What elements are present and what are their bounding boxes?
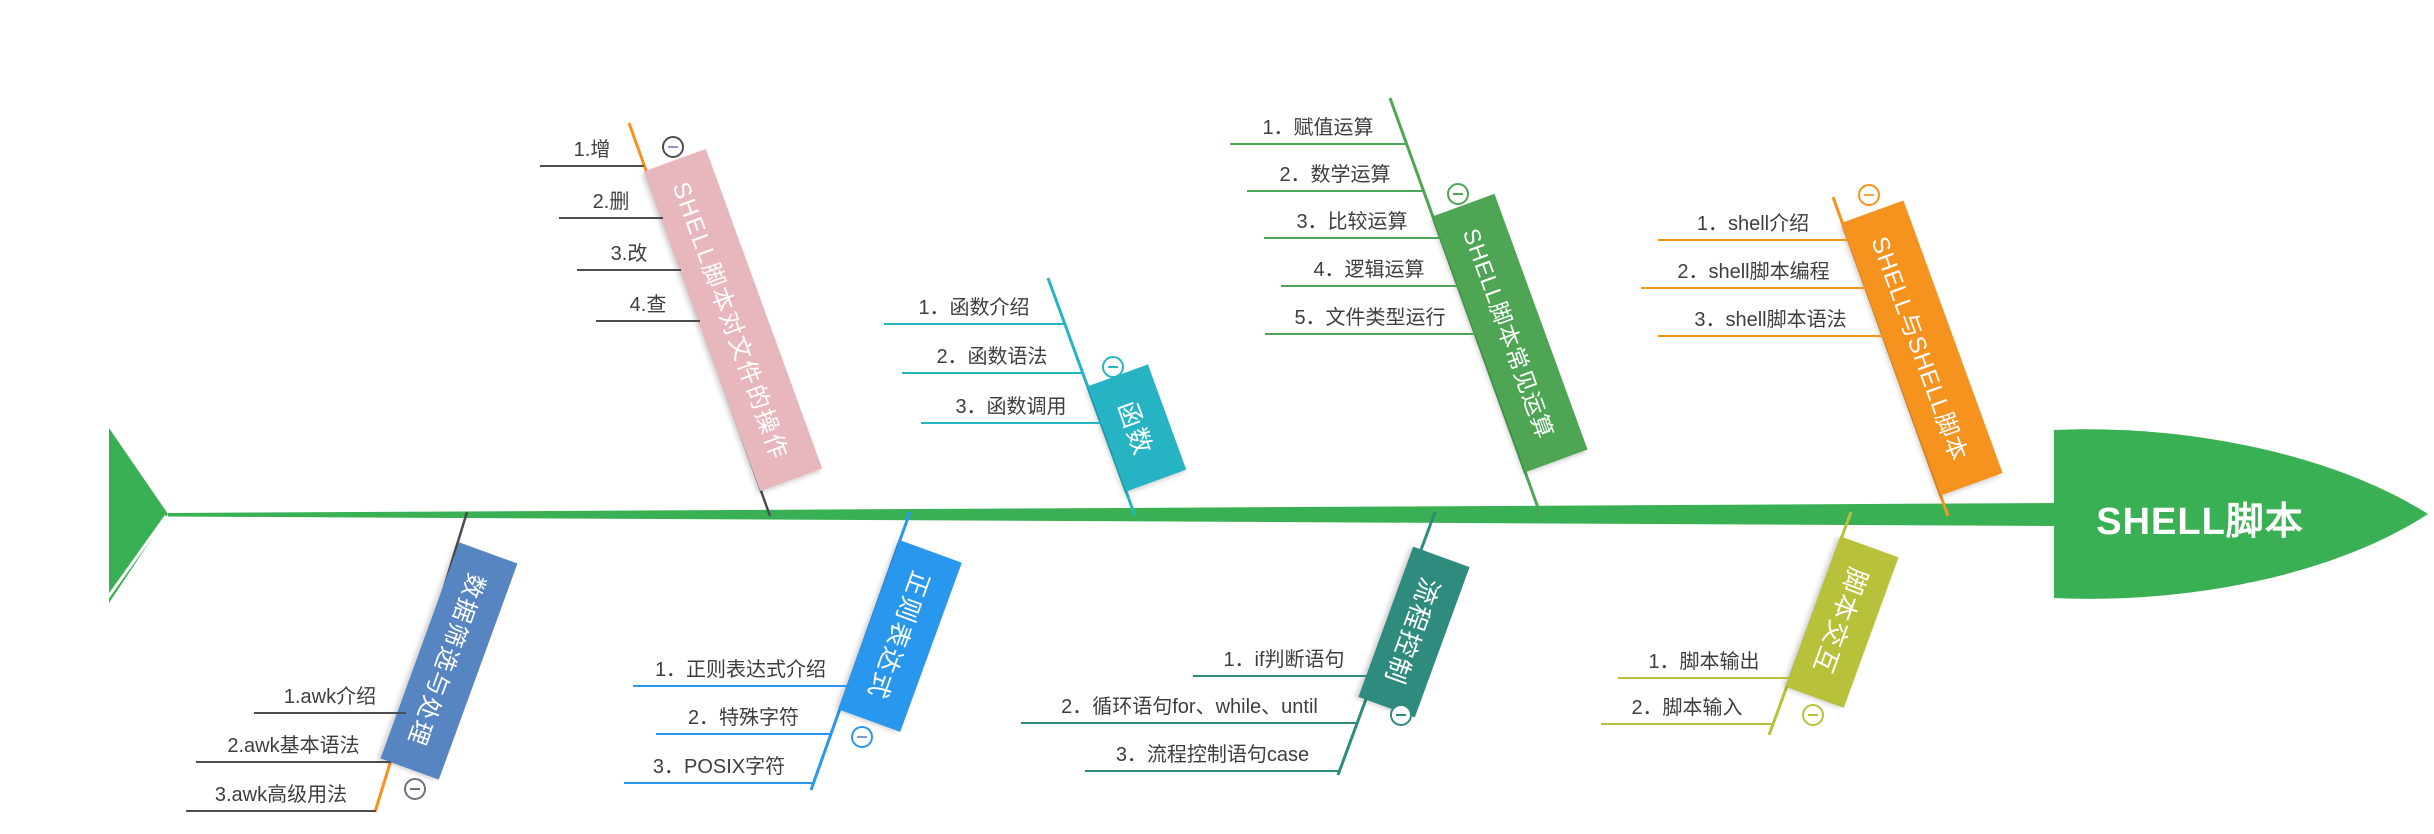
- minus-bar-icon: [1108, 366, 1118, 368]
- minus-bar-icon: [857, 736, 867, 738]
- minus-bar-icon: [1864, 194, 1874, 196]
- fish-head-title[interactable]: SHELL脚本: [2096, 501, 2304, 543]
- fish-tail-notch: [104, 515, 168, 601]
- item-file-ops-2[interactable]: 2.删: [559, 189, 663, 219]
- item-flow-control-2[interactable]: 2．循环语句for、while、until: [1021, 694, 1358, 724]
- minus-circle-icon[interactable]: [404, 778, 426, 800]
- item-operations-3[interactable]: 3．比较运算: [1264, 209, 1440, 239]
- item-regex-2[interactable]: 2．特殊字符: [656, 705, 831, 735]
- item-data-filter-2[interactable]: 2.awk基本语法: [196, 733, 391, 763]
- item-script-io-2[interactable]: 2．脚本输入: [1601, 695, 1773, 725]
- minus-bar-icon: [1453, 193, 1463, 195]
- item-operations-2[interactable]: 2．数学运算: [1247, 162, 1423, 192]
- minus-circle-icon[interactable]: [1858, 184, 1880, 206]
- minus-circle-icon[interactable]: [1802, 704, 1824, 726]
- item-flow-control-3[interactable]: 3．流程控制语句case: [1085, 742, 1340, 772]
- minus-bar-icon: [410, 788, 420, 790]
- item-file-ops-1[interactable]: 1.增: [540, 137, 644, 167]
- fish-spine: [168, 503, 2056, 526]
- item-operations-4[interactable]: 4．逻辑运算: [1281, 257, 1457, 287]
- minus-bar-icon: [1396, 714, 1406, 716]
- item-shell-intro-1[interactable]: 1．shell介绍: [1658, 211, 1848, 241]
- item-flow-control-1[interactable]: 1．if判断语句: [1193, 647, 1375, 677]
- minus-bar-icon: [668, 146, 678, 148]
- item-operations-5[interactable]: 5．文件类型运行: [1265, 305, 1475, 335]
- item-operations-1[interactable]: 1．赋值运算: [1230, 115, 1406, 145]
- item-shell-intro-2[interactable]: 2．shell脚本编程: [1641, 259, 1866, 289]
- fish-tail: [109, 428, 168, 603]
- minus-circle-icon[interactable]: [851, 726, 873, 748]
- minus-circle-icon[interactable]: [662, 136, 684, 158]
- item-function-3[interactable]: 3．函数调用: [921, 394, 1101, 424]
- item-regex-1[interactable]: 1．正则表达式介绍: [633, 657, 848, 687]
- minus-circle-icon[interactable]: [1102, 356, 1124, 378]
- item-data-filter-3[interactable]: 3.awk高级用法: [186, 782, 376, 812]
- item-function-2[interactable]: 2．函数语法: [902, 344, 1082, 374]
- minus-circle-icon[interactable]: [1390, 704, 1412, 726]
- item-function-1[interactable]: 1．函数介绍: [884, 295, 1064, 325]
- item-shell-intro-3[interactable]: 3．shell脚本语法: [1658, 307, 1883, 337]
- fish-head: [2054, 429, 2428, 599]
- item-regex-3[interactable]: 3．POSIX字符: [624, 754, 814, 784]
- item-data-filter-1[interactable]: 1.awk介绍: [254, 684, 406, 714]
- item-script-io-1[interactable]: 1．脚本输出: [1618, 649, 1790, 679]
- item-file-ops-3[interactable]: 3.改: [577, 241, 681, 271]
- item-file-ops-4[interactable]: 4.查: [596, 292, 700, 322]
- minus-bar-icon: [1808, 714, 1818, 716]
- minus-circle-icon[interactable]: [1447, 183, 1469, 205]
